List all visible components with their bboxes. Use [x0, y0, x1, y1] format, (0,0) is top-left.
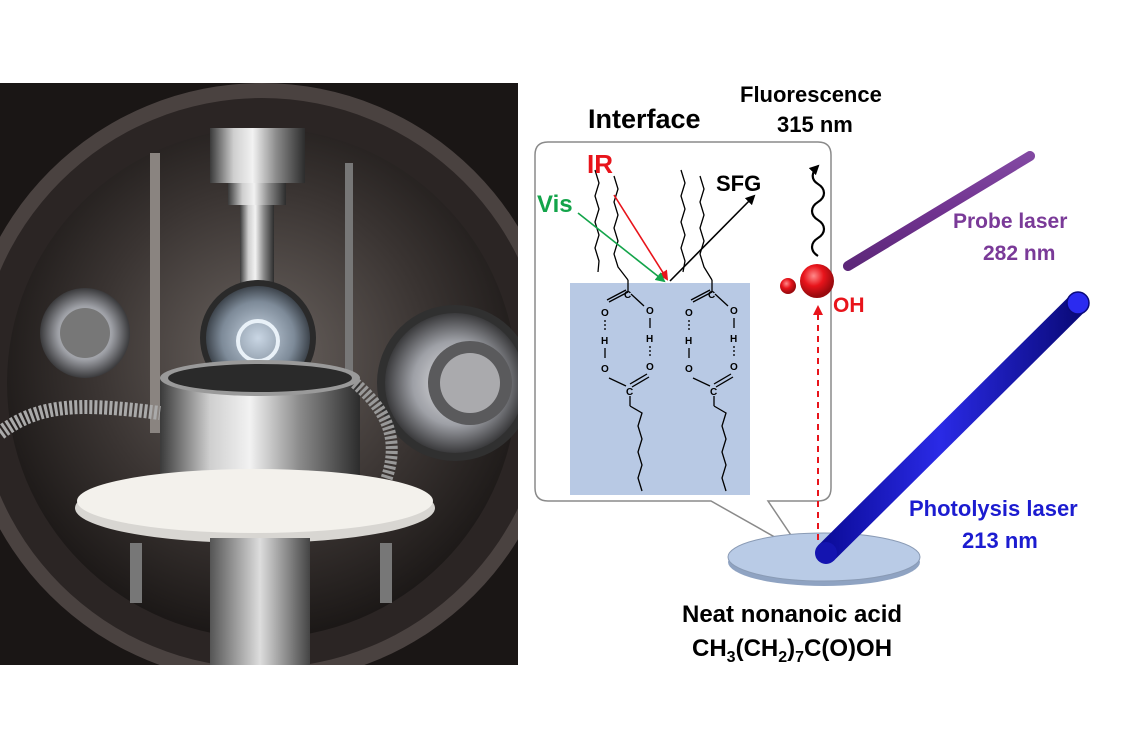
- formula-part: ): [787, 635, 796, 662]
- atom-label-o: O: [730, 306, 738, 317]
- atom-label-o: O: [730, 362, 738, 373]
- formula-part: CH: [692, 635, 727, 662]
- atom-label-c: C: [626, 387, 633, 398]
- interface-region: [570, 283, 750, 495]
- formula-subscript: 7: [795, 648, 805, 666]
- dimer-1-atom-labels: C O O H H O O C: [601, 290, 654, 398]
- sample-formula: CH3(CH2)7C(O)OH: [692, 635, 892, 667]
- atom-label-h: H: [646, 334, 653, 345]
- fluorescence-arrow: [808, 164, 826, 257]
- photolysis-laser-wavelength: 213 nm: [962, 528, 1038, 553]
- probe-laser-wavelength: 282 nm: [983, 242, 1056, 265]
- oh-label: OH: [833, 294, 865, 317]
- atom-label-o: O: [601, 308, 609, 319]
- sfg-beam-arrow: [669, 194, 756, 282]
- ir-beam-arrow: [613, 194, 669, 281]
- oh-radical: [780, 264, 834, 298]
- atom-label-h: H: [685, 336, 692, 347]
- experiment-schematic: C O O H H O O C C O O H H O O C: [534, 141, 1090, 586]
- fluorescence-label: Fluorescence: [740, 82, 882, 107]
- atom-label-c: C: [624, 290, 631, 301]
- formula-part: (CH: [735, 635, 779, 662]
- interface-label: Interface: [588, 104, 701, 134]
- ir-label: IR: [587, 149, 613, 179]
- formula-subscript: 3: [726, 648, 736, 666]
- atom-label-h: H: [601, 336, 608, 347]
- photolysis-laser-label: Photolysis laser: [909, 496, 1078, 521]
- dimer-2-atom-labels: C O O H H O O C: [685, 290, 738, 398]
- probe-laser-label: Probe laser: [953, 210, 1068, 233]
- photolysis-laser-beam: [815, 291, 1090, 564]
- atom-label-c: C: [710, 387, 717, 398]
- atom-label-o: O: [646, 362, 654, 373]
- atom-label-o: O: [646, 306, 654, 317]
- vis-beam-arrow: [577, 212, 666, 283]
- nonanoic-acid-dimer-2: [680, 169, 735, 492]
- atom-label-o: O: [601, 364, 609, 375]
- atom-label-c: C: [708, 290, 715, 301]
- sample-name: Neat nonanoic acid: [682, 601, 903, 628]
- formula-part: C(O)OH: [804, 635, 893, 662]
- nonanoic-acid-dimer-1: [594, 169, 651, 492]
- atom-label-o: O: [685, 308, 693, 319]
- vis-label: Vis: [537, 191, 573, 218]
- atom-label-o: O: [685, 364, 693, 375]
- atom-label-h: H: [730, 334, 737, 345]
- formula-subscript: 2: [778, 648, 788, 666]
- chamber-photo: [0, 83, 518, 665]
- fluorescence-wavelength: 315 nm: [777, 112, 853, 137]
- probe-laser-beam: [843, 151, 1035, 271]
- sfg-label: SFG: [716, 171, 762, 196]
